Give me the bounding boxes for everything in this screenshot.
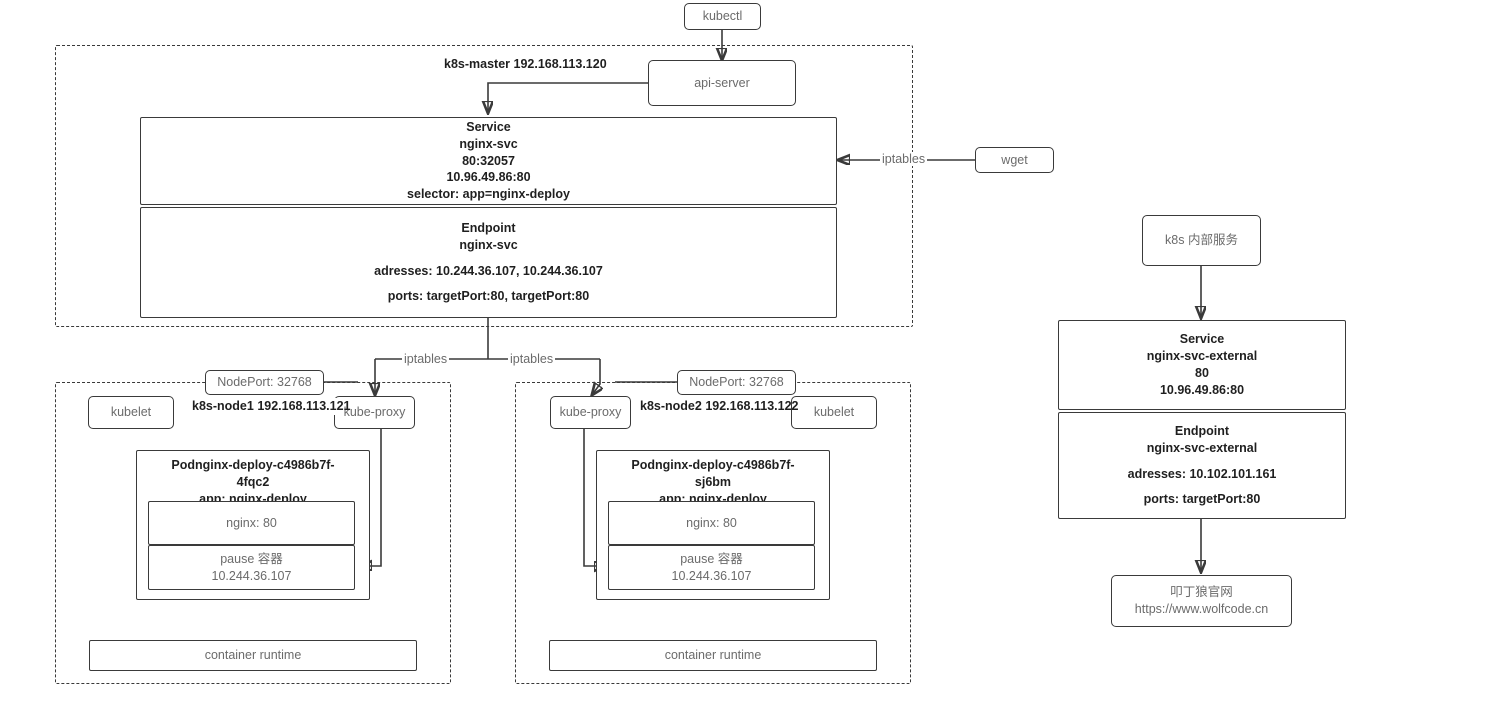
endpoint-name: nginx-svc (459, 237, 518, 252)
node2-name-label: k8s-node2 192.168.113.122 (638, 398, 799, 415)
node2-container-nginx-label: nginx: 80 (686, 515, 737, 530)
node2-container-nginx-box[interactable]: nginx: 80 (608, 501, 815, 545)
node2-pod-title-line1: Podnginx-deploy-c4986b7f- (631, 458, 795, 472)
api-server-label: api-server (694, 75, 750, 90)
node2-pause-ip: 10.244.36.107 (671, 568, 752, 583)
node1-container-nginx-box[interactable]: nginx: 80 (148, 501, 355, 545)
node1-container-runtime-box[interactable]: container runtime (89, 640, 417, 671)
wget-box[interactable]: wget (975, 147, 1054, 173)
external-endpoint-addresses: adresses: 10.102.101.161 (1127, 466, 1277, 481)
node1-kube-proxy-label: kube-proxy (343, 405, 406, 420)
k8s-internal-service-box[interactable]: k8s 内部服务 (1142, 215, 1261, 266)
node1-container-runtime-label: container runtime (204, 648, 302, 663)
node1-pause-ip: 10.244.36.107 (211, 568, 292, 583)
external-endpoint-ports: ports: targetPort:80 (1143, 492, 1261, 507)
node1-nodeport-label: NodePort: 32768 (217, 375, 312, 390)
node1-container-pause-box[interactable]: pause 容器 10.244.36.107 (148, 545, 355, 590)
node2-container-pause-box[interactable]: pause 容器 10.244.36.107 (608, 545, 815, 590)
node2-container-runtime-label: container runtime (664, 648, 762, 663)
node1-pause-label: pause 容器 (220, 551, 283, 566)
endpoint-nginx-svc-box[interactable]: Endpoint nginx-svc adresses: 10.244.36.1… (140, 207, 837, 318)
node2-kube-proxy-label: kube-proxy (559, 405, 622, 420)
node1-kubelet-label: kubelet (110, 405, 152, 420)
external-endpoint-box[interactable]: Endpoint nginx-svc-external adresses: 10… (1058, 412, 1346, 519)
iptables-label-node1: iptables (402, 352, 450, 366)
external-service-cluster-ip: 10.96.49.86:80 (1159, 382, 1245, 397)
node2-kubelet-box[interactable]: kubelet (791, 396, 877, 429)
service-title: Service (466, 119, 511, 134)
endpoint-title: Endpoint (461, 220, 516, 235)
external-endpoint-title: Endpoint (1174, 423, 1230, 438)
node2-nodeport-box[interactable]: NodePort: 32768 (677, 370, 796, 395)
k8s-master-label: k8s-master 192.168.113.120 (442, 56, 607, 73)
service-nginx-svc-box[interactable]: Service nginx-svc 80:32057 10.96.49.86:8… (140, 117, 837, 205)
website-box[interactable]: 叩丁狼官网 https://www.wolfcode.cn (1111, 575, 1292, 627)
node1-pod-title-line1: Podnginx-deploy-c4986b7f- (171, 458, 335, 472)
service-ports: 80:32057 (462, 153, 515, 168)
k8s-internal-service-label: k8s 内部服务 (1165, 233, 1238, 248)
node1-pod-title-line2: 4fqc2 (236, 474, 270, 489)
kubectl-label: kubectl (702, 9, 743, 24)
node1-name-label: k8s-node1 192.168.113.121 (190, 398, 351, 415)
kubectl-box[interactable]: kubectl (684, 3, 761, 30)
node2-container-runtime-box[interactable]: container runtime (549, 640, 877, 671)
service-name: nginx-svc (459, 136, 518, 151)
node2-kube-proxy-box[interactable]: kube-proxy (550, 396, 631, 429)
node1-nodeport-box[interactable]: NodePort: 32768 (205, 370, 324, 395)
iptables-label-node2: iptables (508, 352, 556, 366)
node2-pause-label: pause 容器 (680, 551, 743, 566)
node1-kubelet-box[interactable]: kubelet (88, 396, 174, 429)
website-name-label: 叩丁狼官网 (1170, 585, 1233, 600)
api-server-box[interactable]: api-server (648, 60, 796, 106)
external-service-box[interactable]: Service nginx-svc-external 80 10.96.49.8… (1058, 320, 1346, 410)
node1-container-nginx-label: nginx: 80 (226, 515, 277, 530)
wget-label: wget (1001, 152, 1028, 167)
k8s-master-region (55, 45, 913, 327)
external-endpoint-name: nginx-svc-external (1146, 440, 1258, 455)
website-url-label: https://www.wolfcode.cn (1134, 602, 1269, 616)
node2-kubelet-label: kubelet (813, 405, 855, 420)
iptables-label-wget: iptables (880, 152, 928, 166)
service-cluster-ip: 10.96.49.86:80 (446, 170, 531, 185)
external-service-name: nginx-svc-external (1146, 349, 1258, 364)
endpoint-ports: ports: targetPort:80, targetPort:80 (387, 289, 590, 304)
external-service-port: 80 (1195, 366, 1209, 380)
external-service-title: Service (1179, 332, 1225, 347)
service-selector: selector: app=nginx-deploy (407, 187, 570, 202)
node2-nodeport-label: NodePort: 32768 (689, 375, 784, 390)
node2-pod-title-line2: sj6bm (694, 474, 732, 489)
endpoint-addresses: adresses: 10.244.36.107, 10.244.36.107 (374, 263, 603, 278)
